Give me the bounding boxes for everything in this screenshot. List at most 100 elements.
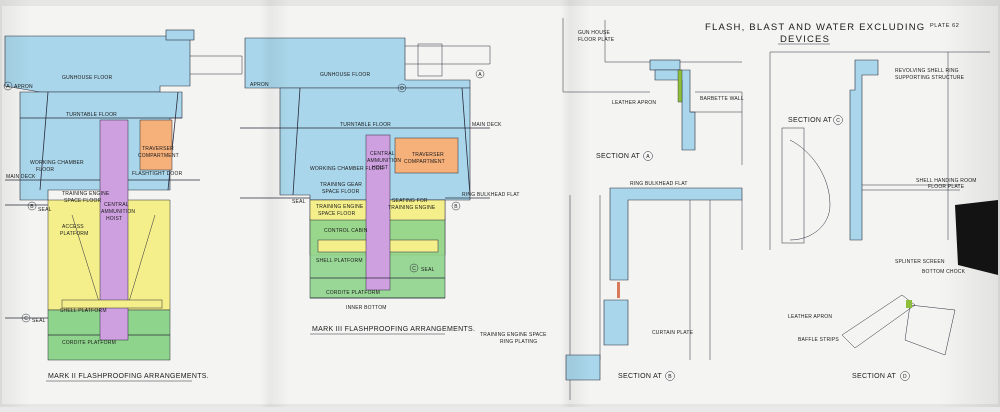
section-b: RING BULKHEAD FLAT TRAINING ENGINE SPACE…: [480, 181, 743, 400]
section-a-leather-apron-label: LEATHER APRON: [612, 100, 656, 106]
plate-number: PLATE 62: [930, 23, 959, 29]
title-line-1: FLASH, BLAST AND WATER EXCLUDING: [705, 22, 925, 33]
section-a: GUN HOUSE FLOOR PLATE LEATHER APRON BARB…: [562, 18, 744, 165]
section-d-splinter-label: SPLINTER SCREEN: [895, 259, 945, 265]
mark3-circle-a-letter: A: [478, 72, 482, 78]
section-d-baffle-label: BAFFLE STRIPS: [798, 337, 839, 343]
section-c-revolving-label-1: REVOLVING SHELL RING: [895, 68, 959, 74]
section-d-chock-label: BOTTOM CHOCK: [922, 269, 966, 275]
mark2-access-label-1: ACCESS: [62, 224, 84, 230]
mark2-training-engine-label-1: TRAINING ENGINE: [62, 191, 110, 197]
section-a-caption: SECTION AT: [596, 153, 641, 160]
section-a-apron: [654, 69, 696, 151]
section-d-circle: [900, 371, 910, 381]
mark3-circle-a: [475, 69, 485, 79]
mark2-traverser-label-2: COMPARTMENT: [138, 153, 179, 159]
mark3-central-label-2: AMMUNITION: [367, 158, 401, 164]
mark2-seal-c-label: SEAL: [32, 318, 46, 324]
mark3-training-gear-label-2: SPACE FLOOR: [322, 189, 360, 195]
mark3-gun-barrel: [405, 45, 491, 65]
title-block: FLASH, BLAST AND WATER EXCLUDING DEVICES…: [705, 22, 959, 45]
title-line-2: DEVICES: [780, 34, 830, 45]
mark2-main-deck-label: MAIN DECK: [6, 174, 36, 180]
mark2-caption: MARK II FLASHPROOFING ARRANGEMENTS.: [48, 373, 209, 380]
mark3-traverser-label-1: TRAVERSER: [412, 152, 444, 158]
section-a-circle: [643, 151, 653, 161]
mark3-traverser-label-2: COMPARTMENT: [404, 159, 445, 165]
section-b-ring-plating: [565, 354, 601, 381]
section-c-circle: [833, 115, 843, 125]
mark2-training-engine-label-2: SPACE FLOOR: [64, 198, 102, 204]
section-a-leather-apron: [677, 69, 683, 103]
mark3-seating-label-2: TRAINING ENGINE: [388, 205, 436, 211]
mark2-traverser-label-1: TRAVERSER: [142, 146, 174, 152]
section-d-leather-label: LEATHER APRON: [788, 314, 832, 320]
mark2-shell-platform-bar: [61, 299, 163, 309]
section-b-circle: [665, 371, 675, 381]
mark2-gunhouse: [4, 35, 191, 93]
section-c-letter: C: [836, 118, 840, 124]
section-b-curtain: [603, 299, 629, 346]
mark2-diagram: APRON A GUNHOUSE FLOOR TURNTABLE FLOOR W…: [3, 29, 243, 382]
mark3-turntable-floor-label: TURNTABLE FLOOR: [340, 122, 391, 128]
mark2-circle-a: [3, 81, 13, 91]
section-c-shell-handing-label-1: SHELL HANDING ROOM: [916, 178, 977, 184]
section-c-ring-curve: [789, 139, 831, 241]
mark2-gunhouse-roof: [165, 29, 195, 41]
mark3-diagram: APRON GUNHOUSE FLOOR D A TURNTABLE FLOOR…: [240, 37, 520, 335]
section-d-letter: D: [903, 374, 907, 380]
section-c: REVOLVING SHELL RING SUPPORTING STRUCTUR…: [769, 51, 990, 250]
mark2-circle-c: [21, 313, 31, 323]
section-c-shell-ring: [849, 59, 879, 241]
mark2-circle-a-letter: A: [6, 84, 10, 90]
section-d-screen-left: [841, 294, 916, 349]
mark2-access-label-2: PLATFORM: [60, 231, 88, 237]
mark3-training-gear-label-1: TRAINING GEAR: [320, 182, 362, 188]
mark2-working-chamber-label-1: WORKING CHAMBER: [30, 160, 84, 166]
section-c-revolving-label-2: SUPPORTING STRUCTURE: [895, 75, 965, 81]
section-a-gunhouse-label-2: FLOOR PLATE: [578, 37, 615, 43]
mark3-central-hoist: [365, 134, 391, 291]
mark2-circle-b-letter: B: [30, 204, 34, 210]
mark3-training-engine-label-2: SPACE FLOOR: [318, 211, 356, 217]
mark3-main-deck-label: MAIN DECK: [472, 122, 502, 128]
mark3-cordite-platform-label: CORDITE PLATFORM: [326, 290, 380, 296]
section-c-structure: [781, 127, 805, 244]
mark2-circle-b: [27, 201, 37, 211]
mark3-central-label-1: CENTRAL: [370, 151, 395, 157]
mark3-traverser-compartment: [394, 137, 459, 174]
mark2-central-label-3: HOIST: [106, 216, 122, 222]
mark3-circle-b-letter: B: [454, 204, 458, 210]
section-c-caption: SECTION AT: [788, 117, 833, 124]
section-d-leather: [906, 300, 912, 308]
section-c-shell-handing-label-2: FLOOR PLATE: [928, 184, 965, 190]
section-b-seal: [617, 282, 620, 298]
mark3-working-chamber-label: WORKING CHAMBER FLOOR: [310, 166, 384, 172]
section-a-gunhouse-label-1: GUN HOUSE: [578, 30, 611, 36]
section-b-letter: B: [668, 374, 672, 380]
mark2-working-chamber-label-2: FLOOR: [36, 167, 54, 173]
mark3-gunhouse-floor-label: GUNHOUSE FLOOR: [320, 72, 370, 78]
mark3-circle-d-letter: D: [400, 86, 404, 92]
mark3-circle-b: [451, 201, 461, 211]
mark3-inner-bottom-label: INNER BOTTOM: [346, 305, 387, 311]
mark3-ring-bulkhead-label: RING BULKHEAD FLAT: [462, 192, 520, 198]
mark3-shell-platform-label: SHELL PLATFORM: [316, 258, 363, 264]
section-b-ring-bulkhead-label: RING BULKHEAD FLAT: [630, 181, 688, 187]
mark2-flashtight-door-label: FLASHTIGHT DOOR: [132, 171, 183, 177]
mark2-traverser-compartment: [139, 119, 173, 171]
section-b-training-label-1: TRAINING ENGINE SPACE: [480, 332, 547, 338]
section-a-letter: A: [646, 154, 650, 160]
section-b-ring-bulkhead: [609, 187, 743, 281]
section-b-training-label-2: RING PLATING: [500, 339, 537, 345]
mark3-training-engine-label-1: TRAINING ENGINE: [316, 204, 364, 210]
mark3-gunhouse: [244, 37, 471, 89]
mark2-cordite-platform-label: CORDITE PLATFORM: [62, 340, 116, 346]
mark3-circle-c: [409, 263, 419, 273]
mark2-shell-platform-label: SHELL PLATFORM: [60, 308, 107, 314]
mark2-circle-c-letter: C: [24, 316, 28, 322]
section-d: SPLINTER SCREEN BOTTOM CHOCK LEATHER APR…: [788, 259, 966, 381]
mark2-gun-barrel: [190, 55, 243, 75]
mark2-turntable-floor-label: TURNTABLE FLOOR: [66, 112, 117, 118]
